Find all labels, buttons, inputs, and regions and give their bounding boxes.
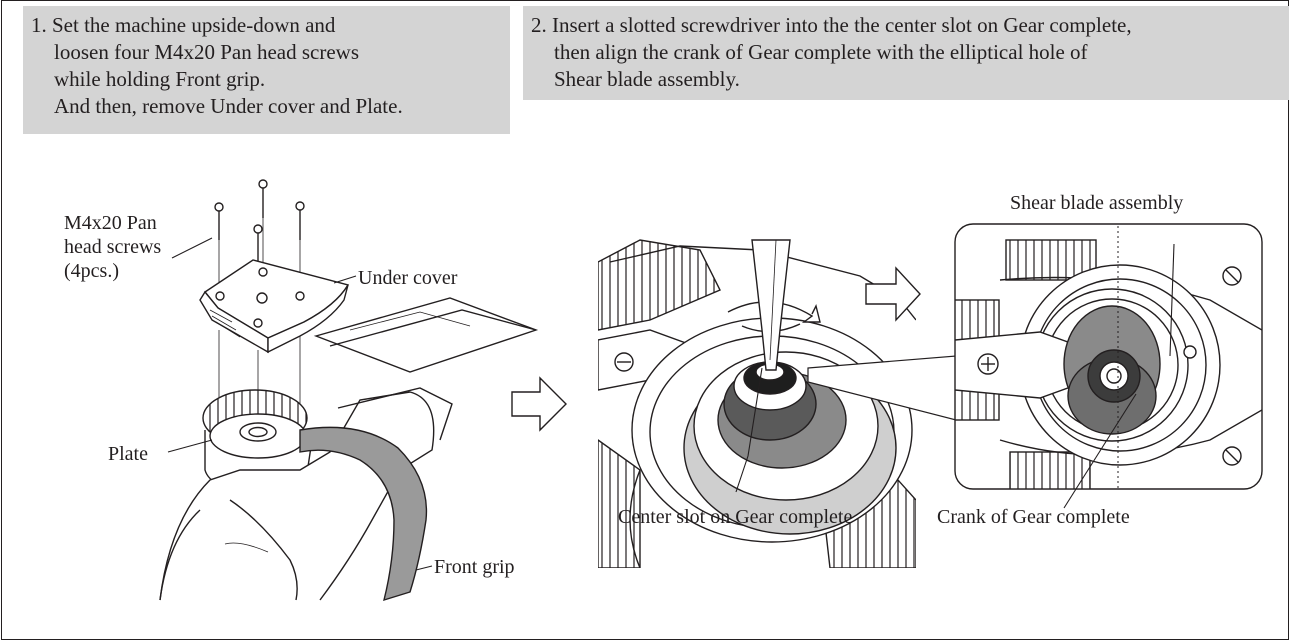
- screws-label-line-3: (4pcs.): [64, 260, 119, 282]
- step-1-line-2: loosen four M4x20 Pan head screws: [54, 40, 360, 64]
- step-2-line-1: 2. Insert a slotted screwdriver into the…: [531, 13, 1132, 37]
- screws-label-line-1: M4x20 Pan: [64, 212, 157, 234]
- screw-icon: [214, 179, 305, 262]
- machine-exploded-view: [159, 179, 539, 602]
- center-slot-label: Center slot on Gear complete: [618, 506, 853, 528]
- front-grip-part: [299, 426, 428, 602]
- arrow-right-icon: [511, 376, 567, 432]
- crank-label: Crank of Gear complete: [937, 506, 1130, 528]
- under-cover-leader: [333, 275, 357, 284]
- detail-callout: [954, 223, 1263, 490]
- front-grip-label: Front grip: [434, 556, 515, 578]
- arrow-right-icon-2: [865, 266, 921, 322]
- screws-label-line-2: head screws: [64, 236, 162, 258]
- step-2-line-2: then align the crank of Gear complete wi…: [554, 40, 1088, 64]
- under-cover-part: [199, 259, 350, 354]
- plate-leader: [167, 439, 213, 453]
- screws-leader: [171, 237, 213, 259]
- plate-label: Plate: [108, 443, 148, 465]
- front-grip-leader: [415, 565, 433, 571]
- plate-part: [209, 413, 307, 459]
- shear-blade-label: Shear blade assembly: [1010, 192, 1184, 214]
- under-cover-label: Under cover: [358, 267, 458, 289]
- illustrations: [159, 179, 1263, 602]
- crank-leader: [1063, 393, 1137, 509]
- step-2-line-3: Shear blade assembly.: [554, 67, 740, 91]
- step-1-instruction: 1. Set the machine upside-down and loose…: [23, 6, 510, 134]
- center-slot-leader: [735, 367, 763, 493]
- shear-blade-leader: [1169, 243, 1175, 357]
- step-1-line-3: while holding Front grip.: [54, 67, 266, 91]
- step-1-line-4: And then, remove Under cover and Plate.: [54, 94, 403, 118]
- step-2-instruction: 2. Insert a slotted screwdriver into the…: [523, 6, 1289, 100]
- step-1-line-1: 1. Set the machine upside-down and: [31, 13, 336, 37]
